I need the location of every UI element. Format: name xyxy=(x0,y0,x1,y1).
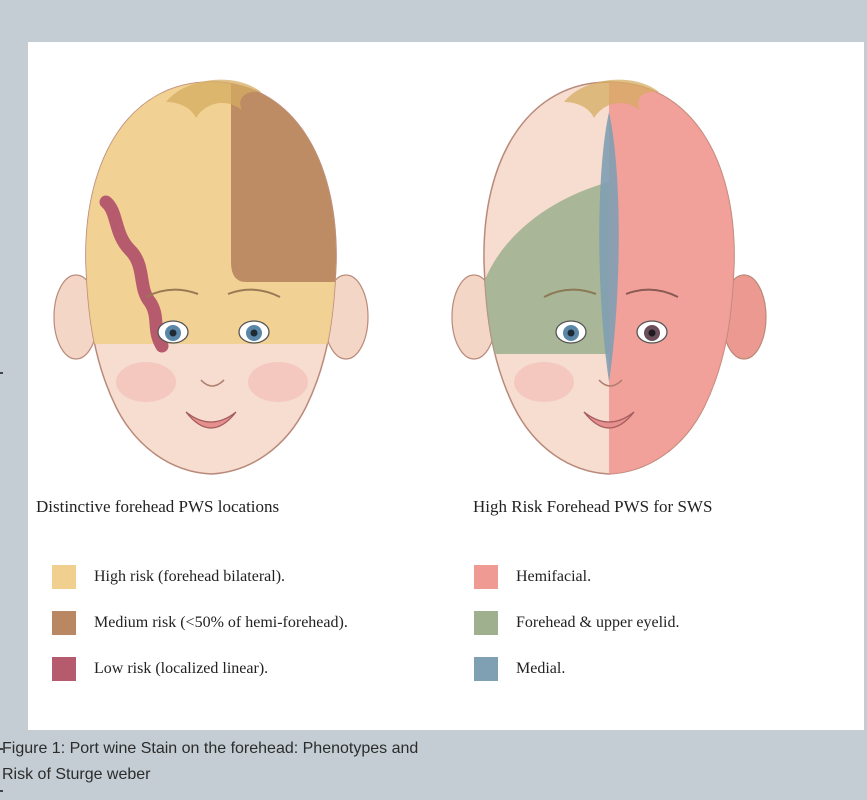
legend-label: Forehead & upper eyelid. xyxy=(516,614,680,632)
medium-risk-swatch xyxy=(52,611,76,635)
figure-panel: Distinctive forehead PWS locations High … xyxy=(28,42,864,730)
legend-item-hemifacial: Hemifacial. xyxy=(474,562,680,592)
legend-label: Hemifacial. xyxy=(516,568,591,586)
left-face-title: Distinctive forehead PWS locations xyxy=(36,497,279,517)
right-legend: Hemifacial. Forehead & upper eyelid. Med… xyxy=(474,562,680,700)
figure-caption: Figure 1: Port wine Stain on the forehea… xyxy=(2,736,622,788)
left-cheek xyxy=(116,362,176,402)
right-face-title: High Risk Forehead PWS for SWS xyxy=(473,497,712,517)
high-risk-swatch xyxy=(52,565,76,589)
forehead-upper-eyelid-swatch xyxy=(474,611,498,635)
left-face-illustration xyxy=(46,62,376,492)
left-cheek xyxy=(514,362,574,402)
edge-mark xyxy=(0,748,3,750)
medium-risk-region xyxy=(231,62,376,282)
right-cheek xyxy=(248,362,308,402)
legend-item-high-risk: High risk (forehead bilateral). xyxy=(52,562,348,592)
edge-mark xyxy=(0,790,3,792)
legend-item-forehead-upper-eyelid: Forehead & upper eyelid. xyxy=(474,608,680,638)
caption-line: Figure 1: Port wine Stain on the forehea… xyxy=(2,736,622,762)
legend-label: High risk (forehead bilateral). xyxy=(94,568,285,586)
legend-item-medial: Medial. xyxy=(474,654,680,684)
caption-line: Risk of Sturge weber xyxy=(2,762,622,788)
legend-label: Medial. xyxy=(516,660,565,678)
legend-label: Low risk (localized linear). xyxy=(94,660,268,678)
edge-mark xyxy=(0,372,3,374)
low-risk-swatch xyxy=(52,657,76,681)
hemifacial-swatch xyxy=(474,565,498,589)
legend-label: Medium risk (<50% of hemi-forehead). xyxy=(94,614,348,632)
medial-swatch xyxy=(474,657,498,681)
legend-item-low-risk: Low risk (localized linear). xyxy=(52,654,348,684)
right-face-illustration xyxy=(444,62,774,492)
left-legend: High risk (forehead bilateral). Medium r… xyxy=(52,562,348,700)
legend-item-medium-risk: Medium risk (<50% of hemi-forehead). xyxy=(52,608,348,638)
